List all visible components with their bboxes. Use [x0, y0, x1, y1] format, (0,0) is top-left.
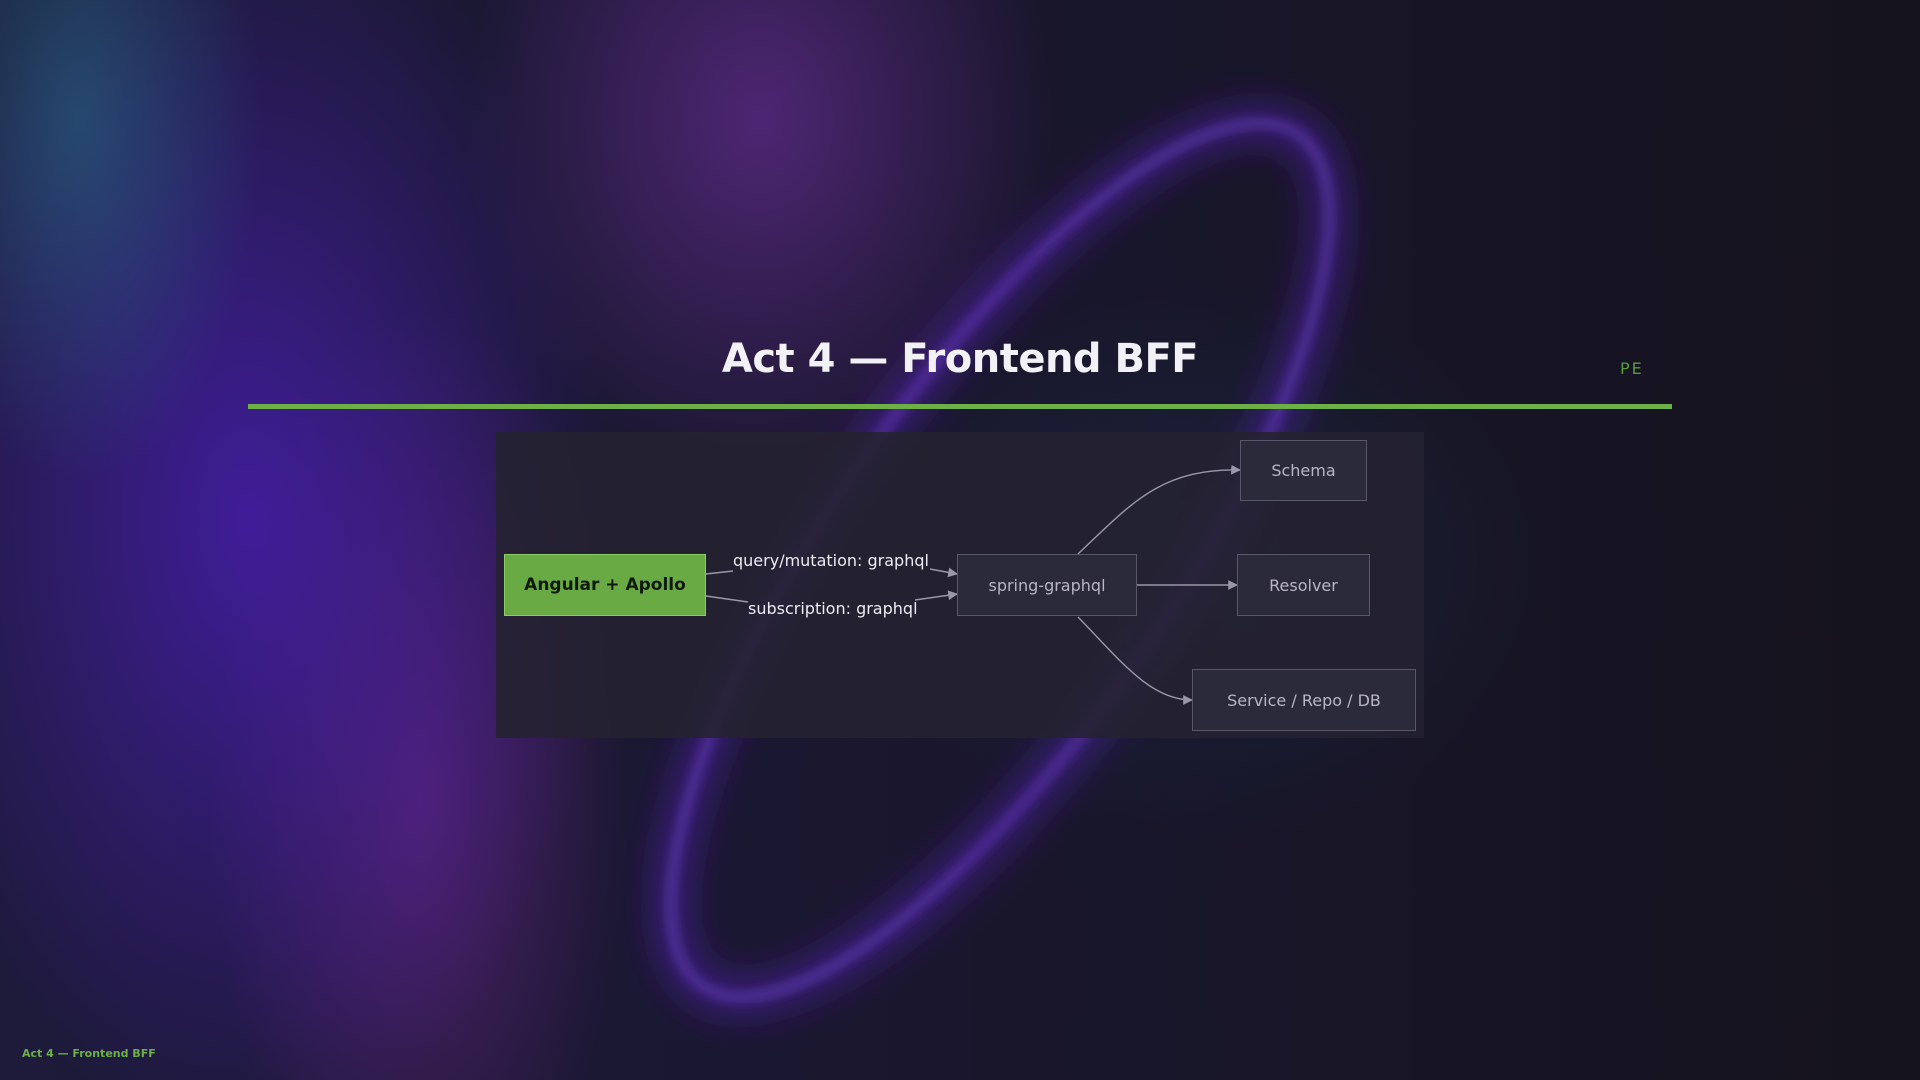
edge-subscription	[705, 595, 749, 603]
node-label: Resolver	[1269, 575, 1338, 595]
edge-gateway-schema	[1077, 464, 1241, 555]
node-label: Angular + Apollo	[524, 575, 686, 595]
node-label: Service / Repo / DB	[1227, 690, 1381, 710]
node-schema: Schema	[1240, 440, 1367, 501]
node-service-repo-db: Service / Repo / DB	[1192, 669, 1416, 731]
edge-query	[705, 570, 734, 575]
corner-tag: PE	[1620, 359, 1644, 378]
node-label: Schema	[1271, 461, 1336, 480]
footer-label: Act 4 — Frontend BFF	[22, 1047, 156, 1060]
edge-subscription-arrow	[914, 590, 958, 601]
slide-title: Act 4 — Frontend BFF	[721, 336, 1199, 382]
edge-label-query: query/mutation: graphql	[733, 551, 929, 570]
edge-gateway-service	[1077, 616, 1193, 705]
node-spring-graphql: spring-graphql	[957, 554, 1137, 616]
node-angular-apollo: Angular + Apollo	[504, 554, 706, 616]
title-divider	[248, 404, 1672, 409]
node-resolver: Resolver	[1237, 554, 1370, 616]
edge-query-arrow	[929, 567, 958, 578]
node-label: spring-graphql	[988, 575, 1106, 595]
edge-label-subscription: subscription: graphql	[748, 599, 918, 618]
